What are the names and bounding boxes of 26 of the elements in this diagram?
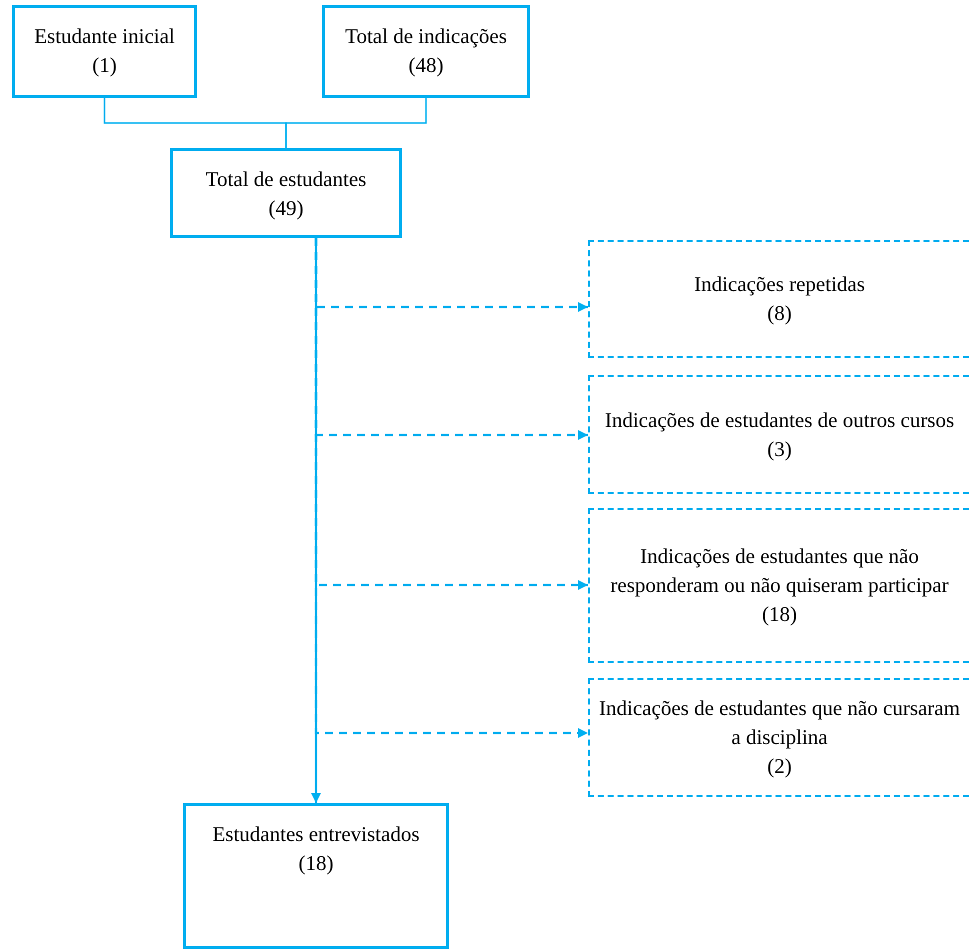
box-label: Total de estudantes <box>204 166 368 193</box>
box-label: Estudante inicial <box>33 23 176 50</box>
connector-line <box>285 98 427 148</box>
process-box <box>322 5 530 98</box>
box-label: Total de indicações <box>344 23 508 50</box>
exclusion-box <box>588 375 969 494</box>
count-label: (1) <box>91 52 118 79</box>
count-label: (49) <box>268 195 304 222</box>
box-label: Indicações de estudantes que não cursaram a disciplina <box>598 695 961 751</box>
process-box <box>170 148 402 238</box>
process-box <box>183 803 449 949</box>
box-label: Estudantes entrevistados <box>211 821 421 848</box>
count-label: (18) <box>761 601 798 628</box>
exclusion-box <box>588 508 969 663</box>
count-label: (18) <box>298 850 334 877</box>
count-label: (3) <box>766 436 793 462</box>
arrow <box>311 238 321 803</box>
count-label: (2) <box>766 753 793 780</box>
exclusion-box <box>588 240 969 358</box>
process-box <box>12 5 197 98</box>
count-label: (8) <box>766 300 793 327</box>
box-label: Indicações de estudantes que não responderam ou não quiseram participar <box>609 543 950 599</box>
box-label: Indicações repetidas <box>693 271 866 298</box>
exclusion-box <box>588 678 969 797</box>
box-label: Indicações de estudantes de outros cursos <box>604 406 956 434</box>
count-label: (48) <box>408 52 444 79</box>
